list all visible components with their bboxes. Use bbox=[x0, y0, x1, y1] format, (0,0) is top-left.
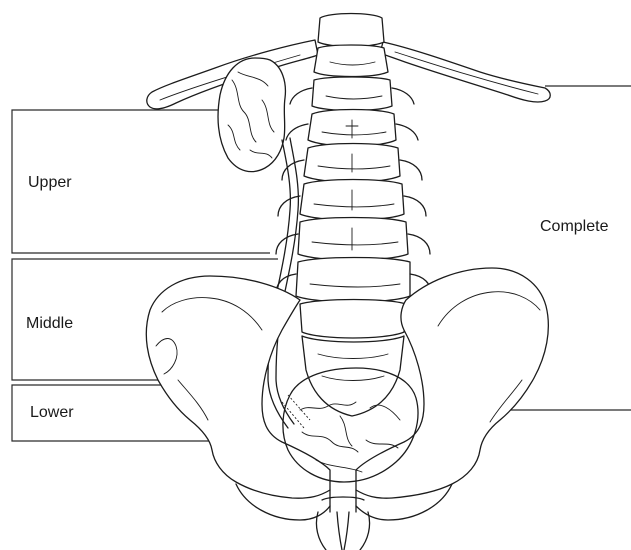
upper-segment-label: Upper bbox=[28, 175, 72, 191]
lower-segment-label: Lower bbox=[30, 405, 74, 421]
kidney bbox=[218, 58, 285, 172]
complete-ureter-label: Complete bbox=[540, 219, 608, 235]
middle-segment-label: Middle bbox=[26, 316, 73, 332]
